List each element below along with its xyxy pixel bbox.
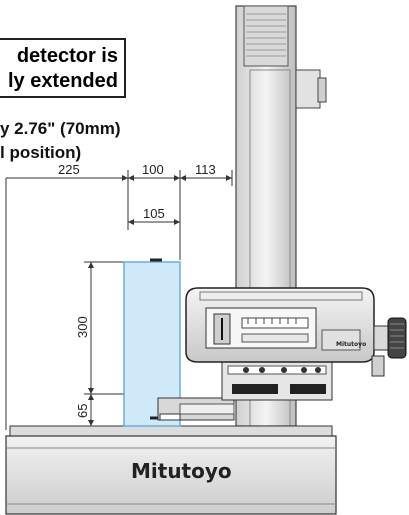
dim-300-label: 300 [75,316,90,338]
dimension-arrows [88,175,232,426]
note-line-2: l position) [0,143,82,162]
note-line-1: y 2.76" (70mm) [0,119,121,138]
lower-carriage [221,359,333,401]
detector-head [185,287,407,377]
dim-65-label: 65 [75,404,90,418]
dim-113-label: 113 [195,162,216,177]
detector-logo: Mitutoyo [336,341,366,348]
base-logo: Mitutoyo [131,459,232,483]
detector-arm [157,397,235,421]
dim-100-label: 100 [142,162,164,177]
callout-line-2: ly extended [7,70,118,92]
extended-detector-callout: detector is ly extended [0,38,126,98]
dim-105-label: 105 [143,206,165,221]
dim-225-label: 225 [58,162,80,177]
callout-line-1: detector is [16,45,118,67]
base [5,425,337,515]
